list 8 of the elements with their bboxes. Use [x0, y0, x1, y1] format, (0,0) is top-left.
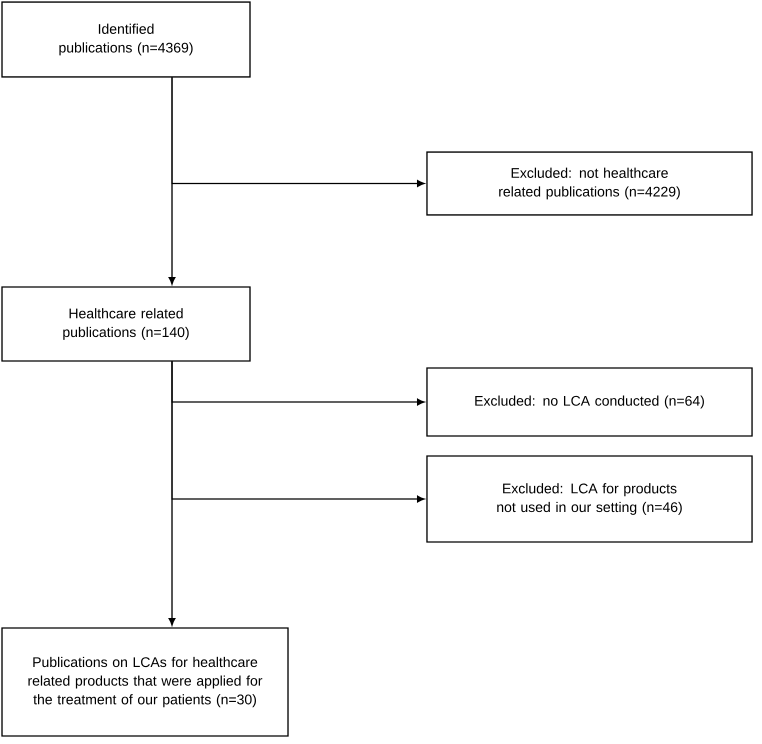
process-box: Excluded: no LCA conducted (n=64): [426, 367, 753, 437]
arrow: [171, 78, 425, 187]
process-box: Identified publications (n=4369): [1, 1, 251, 78]
process-box: Excluded: not healthcare related publications (n=4229): [426, 151, 753, 216]
process-box: Publications on LCAs for healthcare related products that were applied for the treatment of our patients (n=30): [1, 627, 289, 737]
arrow: [168, 362, 176, 626]
process-box: Excluded: LCA for products not used in our setting (n=46): [426, 455, 753, 543]
process-box: Healthcare related publications (n=140): [1, 286, 251, 362]
